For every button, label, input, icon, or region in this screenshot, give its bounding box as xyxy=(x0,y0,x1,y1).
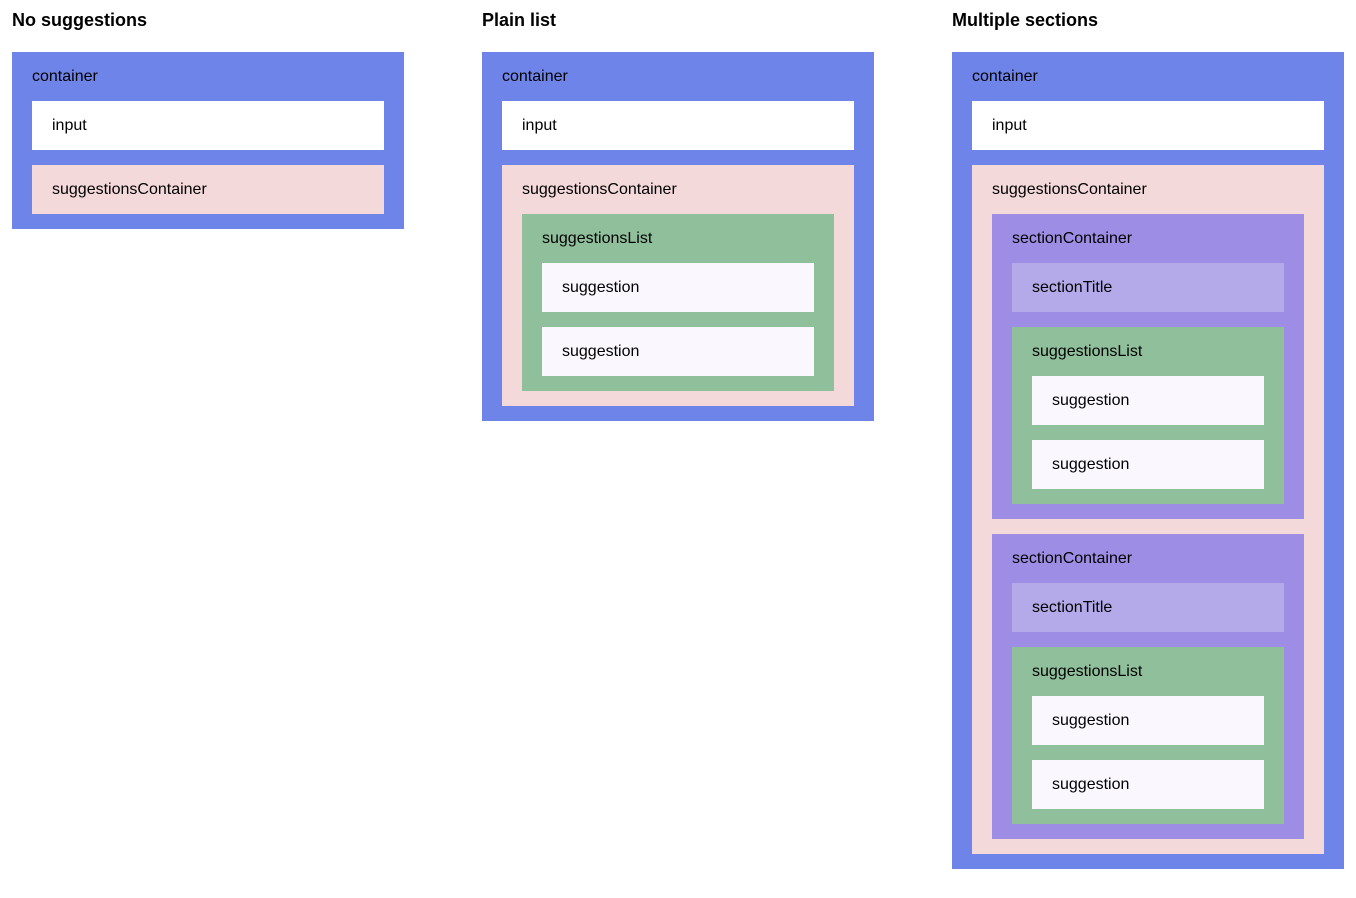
suggestion-label: suggestion xyxy=(1052,392,1130,409)
example-column-multiple-sections: Multiple sections container input sugges… xyxy=(952,10,1344,869)
suggestions-list-box: suggestionsList suggestion suggestion xyxy=(522,214,834,391)
suggestion-label: suggestion xyxy=(1052,456,1130,473)
container-label: container xyxy=(972,68,1038,85)
suggestions-list-label: suggestionsList xyxy=(1032,343,1143,360)
suggestions-container-label: suggestionsContainer xyxy=(992,181,1147,198)
example-heading: Plain list xyxy=(482,10,557,30)
suggestion-box: suggestion xyxy=(542,327,814,376)
suggestions-list-label: suggestionsList xyxy=(542,230,653,247)
container-label: container xyxy=(502,68,568,85)
input-box: input xyxy=(972,101,1324,150)
suggestions-container-box: suggestionsContainer suggestionsList sug… xyxy=(502,165,854,406)
example-column-plain-list: Plain list container input suggestionsCo… xyxy=(482,10,874,421)
input-label: input xyxy=(522,117,557,134)
input-label: input xyxy=(992,117,1027,134)
suggestion-label: suggestion xyxy=(562,343,640,360)
suggestions-list-box: suggestionsList suggestion suggestion xyxy=(1012,327,1284,504)
section-title-box: sectionTitle xyxy=(1012,263,1284,312)
example-heading: No suggestions xyxy=(12,10,148,30)
theme-examples: No suggestions container input suggestio… xyxy=(12,10,1344,869)
suggestion-label: suggestion xyxy=(1052,712,1130,729)
section-title-label: sectionTitle xyxy=(1032,279,1113,296)
suggestion-box: suggestion xyxy=(1032,376,1264,425)
input-box: input xyxy=(32,101,384,150)
input-label: input xyxy=(52,117,87,134)
section-container-label: sectionContainer xyxy=(1012,550,1133,567)
container-label: container xyxy=(32,68,98,85)
container-box: container input suggestionsContainer xyxy=(12,52,404,229)
example-heading: Multiple sections xyxy=(952,10,1099,30)
section-container-box: sectionContainer sectionTitle suggestion… xyxy=(992,214,1304,519)
section-title-box: sectionTitle xyxy=(1012,583,1284,632)
suggestions-list-box: suggestionsList suggestion suggestion xyxy=(1012,647,1284,824)
suggestions-container-box: suggestionsContainer sectionContainer se… xyxy=(972,165,1324,854)
suggestions-container-label: suggestionsContainer xyxy=(52,181,207,198)
suggestion-label: suggestion xyxy=(1052,776,1130,793)
suggestion-box: suggestion xyxy=(1032,440,1264,489)
container-box: container input suggestionsContainer sec… xyxy=(952,52,1344,869)
section-container-box: sectionContainer sectionTitle suggestion… xyxy=(992,534,1304,839)
suggestion-label: suggestion xyxy=(562,279,640,296)
section-container-label: sectionContainer xyxy=(1012,230,1133,247)
section-title-label: sectionTitle xyxy=(1032,599,1113,616)
suggestion-box: suggestion xyxy=(1032,760,1264,809)
suggestions-list-label: suggestionsList xyxy=(1032,663,1143,680)
suggestions-container-box: suggestionsContainer xyxy=(32,165,384,214)
suggestion-box: suggestion xyxy=(542,263,814,312)
suggestion-box: suggestion xyxy=(1032,696,1264,745)
input-box: input xyxy=(502,101,854,150)
example-column-no-suggestions: No suggestions container input suggestio… xyxy=(12,10,404,229)
container-box: container input suggestionsContainer sug… xyxy=(482,52,874,421)
suggestions-container-label: suggestionsContainer xyxy=(522,181,677,198)
